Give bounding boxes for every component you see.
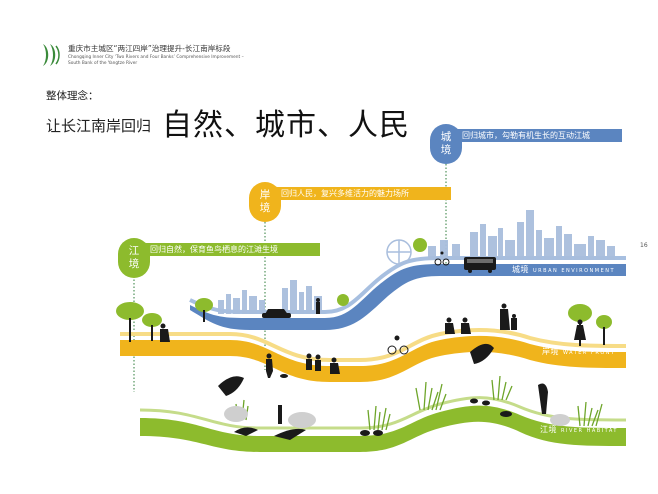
- band-label-river-zh: 江境: [540, 425, 557, 434]
- theme-badge-waterfront-label: 岸境: [259, 189, 271, 214]
- band-label-urban-en: URBAN ENVIRONMENT: [533, 268, 616, 274]
- theme-caption-urban: 回归城市，勾勒有机生长的互动江城: [446, 129, 622, 142]
- theme-badge-waterfront: 岸境: [249, 182, 281, 222]
- band-label-urban-zh: 城境: [512, 265, 529, 274]
- car-icon: [262, 309, 291, 318]
- tree-icon: [116, 238, 612, 346]
- bus-icon: [464, 257, 496, 273]
- theme-caption-waterfront: 回归人民，复兴多维活力的魅力场所: [265, 187, 451, 200]
- header-subtitle-line1: Chongqing Inner City ‘Two Rivers and Fou…: [68, 55, 244, 60]
- headline-main: 自然、城市、人民: [162, 108, 410, 143]
- band-label-urban: 城境 URBAN ENVIRONMENT: [512, 264, 615, 275]
- logo-icon: [43, 44, 60, 66]
- header-title: 重庆市主城区“两江四岸”治理提升-长江南岸标段: [68, 44, 231, 53]
- person-cycling-top-icon: [434, 251, 450, 266]
- theme-caption-river: 回归自然，保育鱼鸟栖息的江滩生境: [134, 243, 320, 256]
- headline-lead: 让长江南岸回归: [46, 117, 152, 135]
- band-label-waterfront-zh: 岸境: [542, 347, 559, 356]
- ferris-wheel-icon: [386, 239, 412, 265]
- section-label: 整体理念：: [46, 90, 99, 102]
- band-label-river: 江境 RIVER HABITAT: [540, 424, 618, 435]
- waterfront-band: [120, 327, 627, 382]
- urban-band: [189, 256, 626, 330]
- city-skyline-right: [428, 210, 615, 260]
- rock-icon: [224, 406, 570, 428]
- city-skyline-left: [218, 280, 322, 314]
- band-label-river-en: RIVER HABITAT: [561, 428, 618, 434]
- bird-icon: [218, 343, 548, 440]
- theme-badge-river: 江境: [118, 238, 150, 278]
- band-label-waterfront: 岸境 WATER FRONT: [542, 346, 616, 357]
- theme-badge-urban-label: 城境: [440, 131, 452, 156]
- river-habitat-band: [139, 396, 627, 452]
- band-label-waterfront-en: WATER FRONT: [563, 350, 616, 356]
- page-number: 16: [640, 242, 648, 249]
- theme-badge-river-label: 江境: [128, 245, 140, 270]
- theme-badge-urban: 城境: [430, 124, 462, 164]
- header-subtitle-line2: South Bank of the Yangtze River: [68, 61, 138, 66]
- people-silhouettes: [160, 298, 586, 378]
